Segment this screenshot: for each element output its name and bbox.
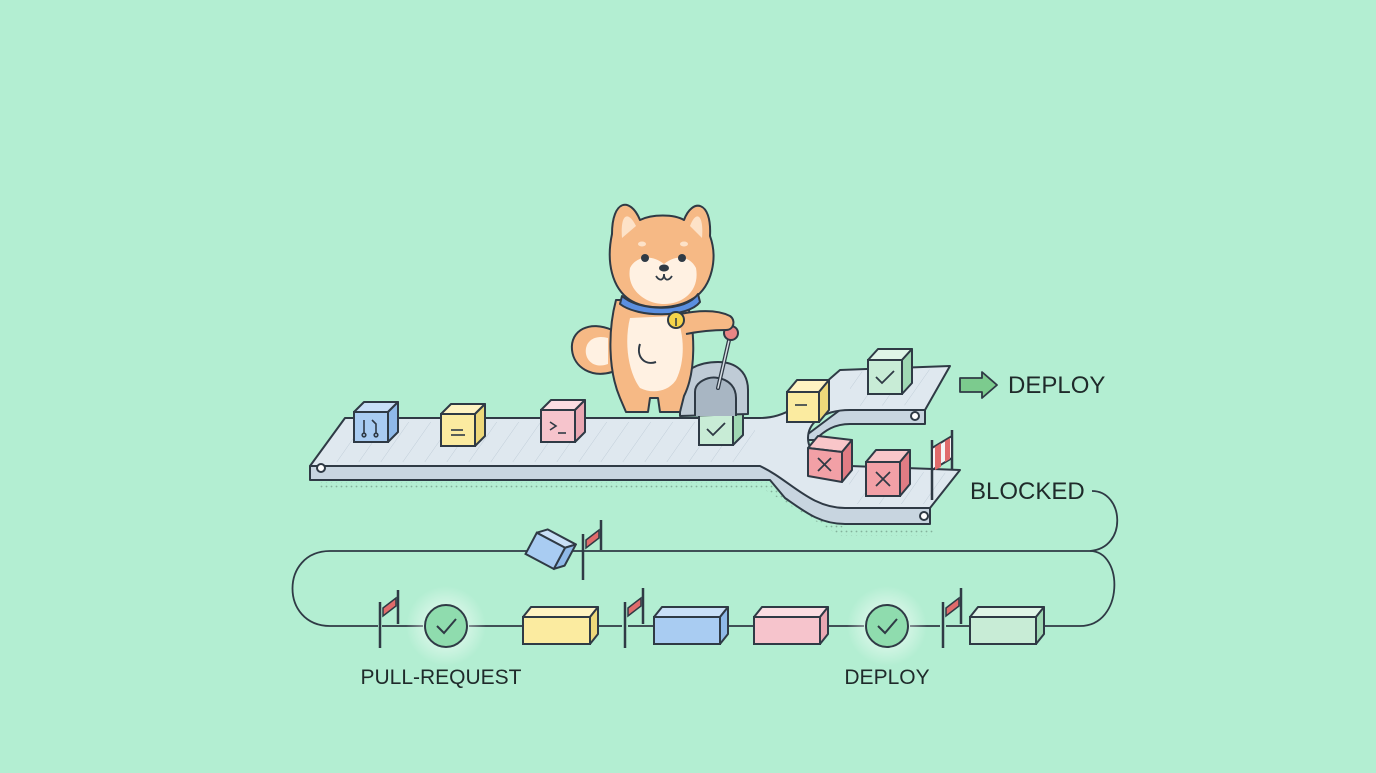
conveyor-belt (309, 365, 961, 536)
package-box-yellow (440, 403, 486, 447)
package-box-green-deploy (867, 348, 913, 395)
arrow-right-icon (959, 371, 998, 399)
x-icon (817, 457, 832, 472)
package-box-yellow-fork (786, 379, 830, 423)
blocked-exit-label: BLOCKED (970, 478, 1085, 505)
package-box-yellow-flat (522, 606, 599, 645)
checkmark-icon (706, 422, 726, 437)
checkmark-icon (436, 618, 457, 635)
x-icon (875, 471, 891, 487)
package-box-blue-flat (653, 606, 729, 645)
git-merge-icon (361, 419, 379, 438)
package-box-blue-transit (524, 528, 577, 571)
shiba-inu-mascot (570, 203, 735, 413)
package-box-blue (353, 401, 399, 443)
barrier-gate-icon (930, 430, 954, 500)
deploy-exit-label: DEPLOY (1008, 372, 1105, 399)
package-box-pink (540, 399, 586, 443)
deploy-check (847, 586, 927, 666)
deploy-exit: DEPLOY (959, 371, 1105, 399)
deploy-stage-label: DEPLOY (844, 666, 929, 689)
checkmark-icon (875, 370, 895, 385)
barrier-gate-icon (623, 588, 645, 648)
pull-request-label: PULL-REQUEST (360, 666, 521, 689)
package-box-red-2 (865, 449, 911, 497)
barrier-gate-icon (941, 588, 963, 648)
package-box-red-1 (807, 435, 853, 483)
barrier-gate-icon (378, 590, 400, 648)
checkmark-icon (877, 618, 898, 635)
package-box-green-flat (969, 606, 1045, 645)
terminal-icon (549, 421, 566, 434)
pull-request-check (406, 586, 486, 666)
pipeline-loop (291, 490, 1119, 627)
package-box-pink-flat (753, 606, 829, 645)
barrier-gate-icon (581, 520, 603, 580)
